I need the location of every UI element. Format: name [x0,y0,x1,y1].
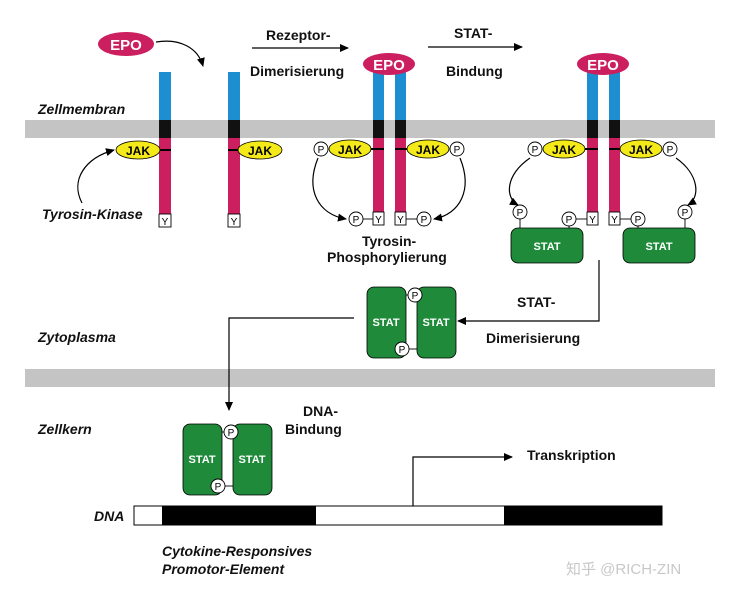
p-stage2-jak-right: P [454,145,461,156]
svg-text:EPO: EPO [373,57,405,74]
epo-ligand-free [98,32,154,56]
label-stat-dimer-1: STAT- [517,294,556,310]
svg-text:P: P [682,208,689,219]
tyrosin-kinase-arrow [77,148,115,204]
stat-dimer-cytoplasm-right [416,286,457,359]
receptor-stage3 [587,72,620,212]
stat-dimer-nucleus-right [232,423,273,496]
receptor-stage1-right [228,72,240,214]
svg-text:P: P [517,208,524,219]
svg-text:P: P [228,428,235,439]
svg-text:JAK: JAK [416,143,440,157]
svg-text:P: P [635,215,642,226]
epo-binding-arrow [155,40,205,67]
p-stage2-y-left: P [353,215,360,226]
label-stat-binding-1: STAT- [454,25,493,41]
transcription-arrow [412,453,513,506]
svg-text:Y: Y [397,215,404,226]
phos-arrow-right [433,157,466,222]
label-phosphorylierung: Phosphorylierung [327,249,447,265]
p-stage3-jak-left: P [532,145,539,156]
nuclear-import-arrow [225,317,354,411]
p-stage2-jak-left: P [318,145,325,156]
svg-text:Y: Y [589,215,596,226]
svg-text:EPO: EPO [587,57,619,74]
watermark: 知乎 @RICH-ZIN [566,561,681,578]
label-transkription: Transkription [527,447,616,463]
svg-text:P: P [566,215,573,226]
label-dimerisierung: Dimerisierung [250,63,344,79]
svg-text:STAT: STAT [533,241,560,253]
label-zellkern: Zellkern [37,421,92,437]
svg-text:STAT: STAT [188,454,215,466]
svg-text:JAK: JAK [338,143,362,157]
epo-stage2 [363,53,415,75]
label-promotor-2: Promotor-Element [162,561,285,577]
svg-text:JAK: JAK [248,144,272,158]
svg-text:STAT: STAT [238,454,265,466]
svg-text:P: P [399,345,406,356]
stage3-arrow-left [508,157,531,206]
svg-text:STAT: STAT [372,317,399,329]
cell-membrane [25,120,715,138]
label-dna-binding-2: Bindung [285,421,342,437]
dna-strand [133,505,663,526]
svg-text:JAK: JAK [629,143,653,157]
stat-dimer-nucleus-left [182,423,223,496]
phos-arrow-left [312,157,347,222]
label-promotor-1: Cytokine-Responsives [162,543,312,559]
stat-stage3-right [622,227,696,264]
svg-text:JAK: JAK [126,144,150,158]
svg-text:STAT: STAT [645,241,672,253]
label-tyrosin-kinase: Tyrosin-Kinase [42,206,143,222]
stat-dimer-cytoplasm-left [366,286,407,359]
label-dna: DNA [94,508,124,524]
label-zellmembran: Zellmembran [37,101,125,117]
epo-stage3 [577,53,629,75]
label-stat-dimer-2: Dimerisierung [486,330,580,346]
stat-stage3-left [510,227,584,264]
svg-text:P: P [412,291,419,302]
svg-text:STAT: STAT [422,317,449,329]
svg-text:P: P [215,482,222,493]
svg-text:JAK: JAK [552,143,576,157]
label-stat-binding-2: Bindung [446,63,503,79]
stage3-arrow-right [675,157,697,206]
p-stage3-jak-right: P [667,145,674,156]
label-rezeptor: Rezeptor- [266,27,331,43]
label-dna-binding-1: DNA- [303,403,338,419]
label-zytoplasma: Zytoplasma [37,329,116,345]
stat-dimer-arrow [457,260,600,325]
p-stage2-y-right: P [421,215,428,226]
label-tyrosin: Tyrosin- [362,233,417,249]
svg-text:Y: Y [611,215,618,226]
receptor-stage2 [373,72,406,212]
y-stage1-right: Y [231,217,238,228]
epo-free-label: EPO [110,37,142,54]
svg-text:Y: Y [375,215,382,226]
nuclear-membrane [25,369,715,387]
receptor-stage1-left [159,72,171,214]
y-stage1-left: Y [162,217,169,228]
